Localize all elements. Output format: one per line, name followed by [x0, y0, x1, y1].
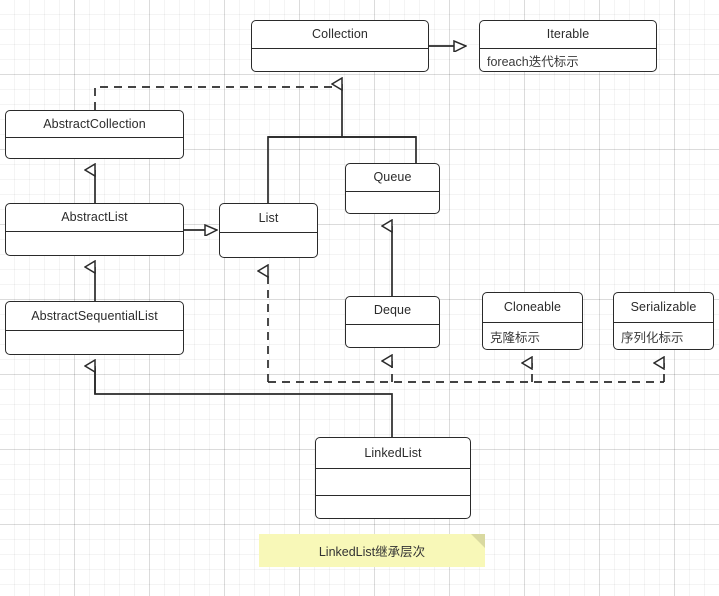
class-detail-collection: [252, 48, 428, 71]
class-box-iterable[interactable]: Iterable foreach迭代标示: [479, 20, 657, 72]
class-box-abstractlist[interactable]: AbstractList: [5, 203, 184, 256]
class-name-iterable: Iterable: [546, 27, 590, 42]
class-name-collection: Collection: [312, 27, 368, 42]
edge-abstractcollection-to-collection: [94, 86, 342, 110]
class-box-cloneable[interactable]: Cloneable 克隆标示: [482, 292, 583, 350]
class-name-deque: Deque: [373, 303, 412, 318]
class-detail-queue: [346, 191, 439, 213]
class-detail2-linkedlist: [316, 495, 470, 518]
class-detail-list: [220, 232, 317, 257]
class-detail-cloneable: 克隆标示: [483, 322, 582, 349]
class-box-serializable[interactable]: Serializable 序列化标示: [613, 292, 714, 350]
class-detail-linkedlist: [316, 468, 470, 495]
class-box-linkedlist[interactable]: LinkedList: [315, 437, 471, 519]
class-name-linkedlist: LinkedList: [364, 445, 422, 460]
class-detail-abstractcollection: [6, 137, 183, 158]
class-name-abstractsequentiallist: AbstractSequentialList: [31, 308, 158, 323]
class-detail-iterable: foreach迭代标示: [480, 48, 656, 71]
diagram-note-text: LinkedList继承层次: [318, 545, 426, 559]
class-detail-deque: [346, 324, 439, 347]
class-name-serializable: Serializable: [630, 300, 697, 315]
diagram-note[interactable]: LinkedList继承层次: [259, 534, 485, 567]
class-box-abstractcollection[interactable]: AbstractCollection: [5, 110, 184, 159]
class-box-list[interactable]: List: [219, 203, 318, 258]
class-box-deque[interactable]: Deque: [345, 296, 440, 348]
class-name-abstractlist: AbstractList: [61, 210, 128, 225]
class-box-abstractsequentiallist[interactable]: AbstractSequentialList: [5, 301, 184, 355]
note-fold-corner-icon: [471, 534, 485, 548]
class-name-abstractcollection: AbstractCollection: [43, 116, 146, 131]
class-detail-abstractsequentiallist: [6, 330, 183, 354]
class-box-queue[interactable]: Queue: [345, 163, 440, 214]
class-name-cloneable: Cloneable: [503, 300, 562, 315]
class-name-queue: Queue: [373, 170, 412, 185]
class-detail-abstractlist: [6, 231, 183, 255]
class-detail-serializable: 序列化标示: [614, 322, 713, 349]
class-box-collection[interactable]: Collection: [251, 20, 429, 72]
edge-linkedlist-to-abstractsequentiallist: [95, 366, 393, 437]
edge-linkedlist-realizations: [268, 271, 665, 383]
class-name-list: List: [258, 210, 279, 225]
